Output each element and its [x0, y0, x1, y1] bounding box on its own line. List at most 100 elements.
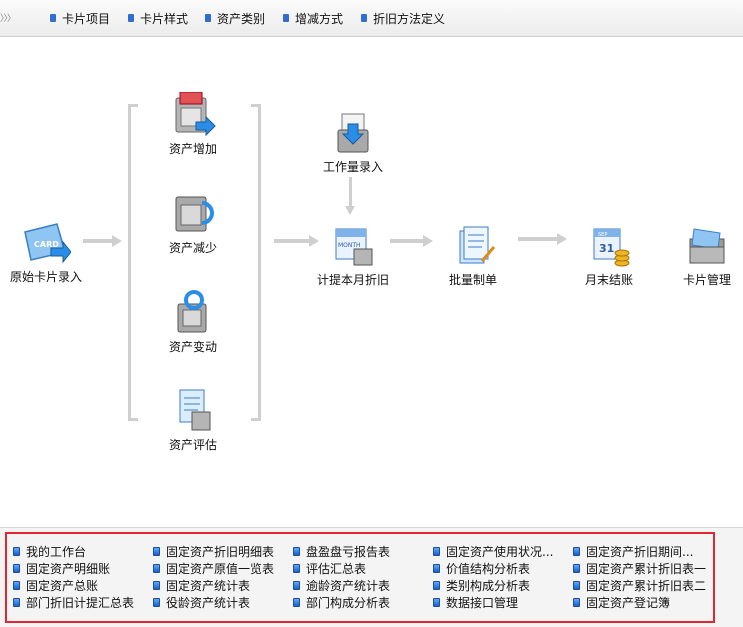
report-link[interactable]: 固定资产使用状况...	[433, 543, 573, 559]
card-management-node[interactable]: 卡片管理	[676, 223, 738, 288]
asset-change-icon	[177, 290, 207, 333]
toolbar-item-card-project[interactable]: 卡片项目	[50, 10, 110, 26]
asset-decrease-node[interactable]: 资产减少	[160, 191, 226, 256]
report-panel: 我的工作台 固定资产折旧明细表 盘盈盘亏报告表 固定资产使用状况... 固定资产…	[0, 527, 743, 627]
report-link[interactable]: 固定资产登记簿	[573, 594, 713, 610]
report-doc-icon	[153, 597, 160, 607]
batch-voucher-node[interactable]: 批量制单	[440, 223, 506, 288]
toolbar-item-label: 卡片样式	[140, 11, 189, 26]
flow-arrow	[274, 235, 319, 247]
report-doc-icon	[433, 597, 440, 607]
report-doc-icon	[13, 546, 20, 556]
report-doc-icon	[13, 580, 20, 590]
calendar-month-icon: MONTH	[335, 228, 373, 266]
flow-arrow	[518, 233, 567, 245]
report-doc-icon	[573, 546, 580, 556]
report-link[interactable]: 固定资产原值一览表	[153, 560, 293, 576]
report-link[interactable]: 部门构成分析表	[293, 594, 433, 610]
report-doc-icon	[573, 563, 580, 573]
original-card-entry-node[interactable]: CARD 原始卡片录入	[6, 216, 86, 285]
svg-text:CARD: CARD	[34, 240, 59, 249]
report-doc-icon	[153, 563, 160, 573]
asset-decrease-icon	[175, 196, 214, 232]
asset-increase-icon	[175, 92, 216, 137]
report-link[interactable]: 固定资产总账	[13, 577, 153, 593]
top-toolbar: 〉〉〉 卡片项目 卡片样式 资产类别 增减方式 折旧方法定义	[0, 0, 743, 37]
report-link[interactable]: 我的工作台	[13, 543, 153, 559]
report-link[interactable]: 数据接口管理	[433, 594, 573, 610]
bullet-icon	[50, 14, 56, 22]
toolbar-item-label: 增减方式	[295, 11, 344, 26]
flow-arrow	[83, 235, 122, 247]
workload-entry-icon	[337, 113, 369, 153]
card-management-icon	[689, 228, 725, 264]
toolbar-item-card-style[interactable]: 卡片样式	[128, 10, 188, 26]
toolbar-item-label: 资产类别	[217, 11, 266, 26]
report-grid: 我的工作台 固定资产折旧明细表 盘盈盘亏报告表 固定资产使用状况... 固定资产…	[13, 543, 713, 610]
toolbar-item-asset-category[interactable]: 资产类别	[205, 10, 265, 26]
bracket-left	[128, 104, 138, 421]
flow-arrow-down	[345, 177, 355, 215]
report-doc-icon	[13, 563, 20, 573]
toolbar-item-change-method[interactable]: 增减方式	[283, 10, 343, 26]
card-entry-icon: CARD	[24, 223, 71, 264]
bullet-icon	[283, 14, 289, 22]
report-doc-icon	[573, 580, 580, 590]
workload-entry-node[interactable]: 工作量录入	[318, 110, 388, 175]
bracket-right	[251, 104, 261, 421]
workflow-area: CARD 原始卡片录入 资产增加 资产减少 资产变动	[0, 38, 743, 526]
report-link[interactable]: 固定资产折旧期间...	[573, 543, 713, 559]
asset-increase-label: 资产增加	[168, 142, 217, 156]
report-doc-icon	[433, 580, 440, 590]
month-end-close-node[interactable]: SEP 31 月末结账	[576, 223, 642, 288]
svg-text:31: 31	[599, 242, 614, 255]
bullet-icon	[205, 14, 211, 22]
report-link[interactable]: 固定资产统计表	[153, 577, 293, 593]
report-doc-icon	[293, 597, 300, 607]
report-link[interactable]: 逾龄资产统计表	[293, 577, 433, 593]
flow-arrow	[390, 235, 433, 247]
report-doc-icon	[13, 597, 20, 607]
bullet-icon	[128, 14, 134, 22]
report-link[interactable]: 役龄资产统计表	[153, 594, 293, 610]
report-link[interactable]: 固定资产累计折旧表一	[573, 560, 713, 576]
asset-evaluation-icon	[179, 389, 211, 431]
report-link[interactable]: 固定资产累计折旧表二	[573, 577, 713, 593]
asset-decrease-label: 资产减少	[168, 241, 217, 255]
report-link[interactable]: 盘盈盘亏报告表	[293, 543, 433, 559]
accrue-depreciation-label: 计提本月折旧	[316, 273, 389, 287]
report-doc-icon	[293, 563, 300, 573]
report-links-box: 我的工作台 固定资产折旧明细表 盘盈盘亏报告表 固定资产使用状况... 固定资产…	[5, 532, 715, 623]
report-doc-icon	[293, 580, 300, 590]
report-doc-icon	[153, 546, 160, 556]
asset-change-node[interactable]: 资产变动	[160, 290, 226, 355]
report-doc-icon	[153, 580, 160, 590]
accrue-depreciation-node[interactable]: MONTH 计提本月折旧	[313, 223, 393, 288]
report-doc-icon	[573, 597, 580, 607]
toolbar-grip-icon[interactable]: 〉〉〉	[0, 14, 16, 24]
report-link[interactable]: 类别构成分析表	[433, 577, 573, 593]
asset-change-label: 资产变动	[168, 340, 217, 354]
calendar-coins-icon: SEP 31	[593, 228, 630, 267]
report-link[interactable]: 部门折旧计提汇总表	[13, 594, 153, 610]
toolbar-item-label: 折旧方法定义	[373, 11, 446, 26]
report-doc-icon	[293, 546, 300, 556]
report-doc-icon	[433, 546, 440, 556]
report-link[interactable]: 评估汇总表	[293, 560, 433, 576]
asset-increase-node[interactable]: 资产增加	[160, 92, 226, 157]
bullet-icon	[361, 14, 367, 22]
batch-voucher-label: 批量制单	[448, 273, 497, 287]
asset-evaluation-label: 资产评估	[168, 438, 217, 452]
svg-text:SEP: SEP	[598, 232, 607, 238]
report-link[interactable]: 固定资产折旧明细表	[153, 543, 293, 559]
report-link[interactable]: 价值结构分析表	[433, 560, 573, 576]
report-doc-icon	[433, 563, 440, 573]
batch-voucher-icon	[459, 226, 496, 264]
svg-text:MONTH: MONTH	[338, 242, 361, 249]
toolbar-item-depreciation-method[interactable]: 折旧方法定义	[361, 10, 445, 26]
report-link[interactable]: 固定资产明细账	[13, 560, 153, 576]
month-end-close-label: 月末结账	[584, 273, 633, 287]
card-management-label: 卡片管理	[682, 273, 731, 287]
asset-evaluation-node[interactable]: 资产评估	[160, 388, 226, 453]
toolbar-item-label: 卡片项目	[62, 11, 111, 26]
